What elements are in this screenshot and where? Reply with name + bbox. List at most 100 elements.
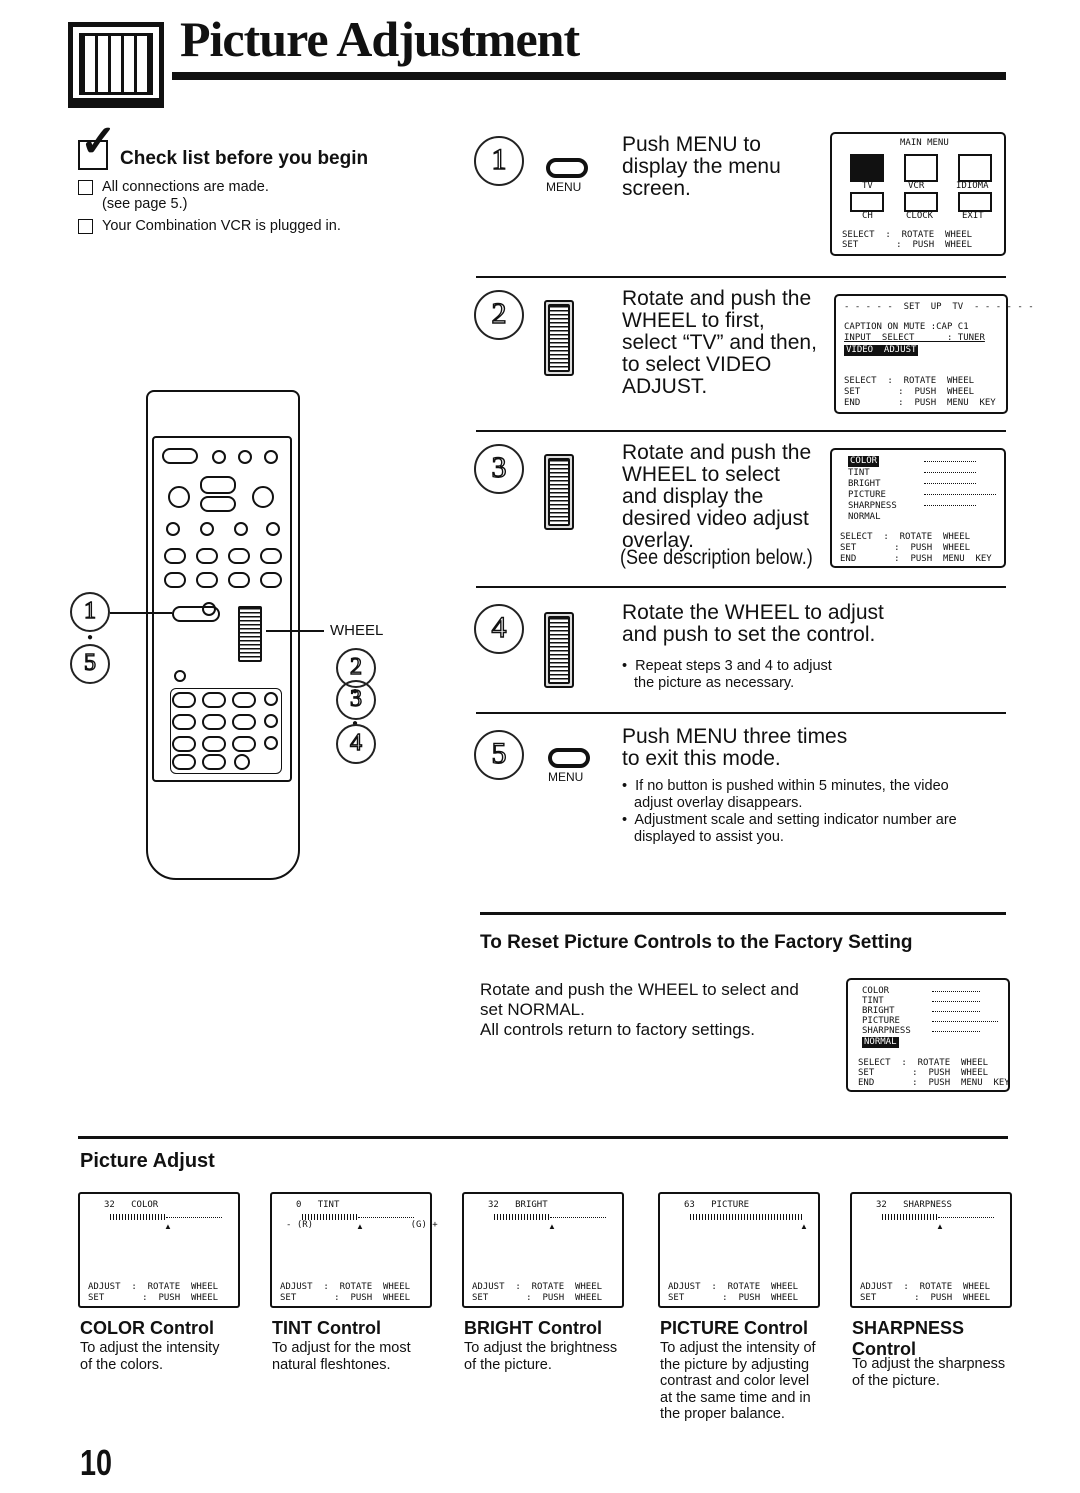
remote-number-button bbox=[202, 754, 226, 770]
callout-3: 3 bbox=[336, 680, 376, 720]
remote-panel bbox=[152, 436, 292, 782]
step-3-number: 3 bbox=[474, 444, 524, 494]
remote-number-button bbox=[172, 736, 196, 752]
control-heading: PICTURE Control bbox=[660, 1318, 808, 1338]
adjust-indicator-icon: ▲ bbox=[356, 1222, 364, 1231]
adjust-level-bar bbox=[110, 1214, 166, 1220]
remote-round-button bbox=[266, 522, 280, 536]
step-5-bullets: • If no button is pushed within 5 minute… bbox=[622, 778, 957, 845]
vcr-menu-icon bbox=[904, 154, 938, 182]
checkmark-icon: ✓ bbox=[80, 117, 117, 166]
remote-play-button bbox=[200, 476, 236, 494]
wheel-label: WHEEL bbox=[330, 622, 384, 639]
tv-menu-icon bbox=[850, 154, 884, 182]
adjust-value-name: 32 BRIGHT bbox=[488, 1200, 548, 1210]
step-2-number: 2 bbox=[474, 290, 524, 340]
adjust-value-name: 32 COLOR bbox=[104, 1200, 159, 1210]
adjust-indicator-icon: ▲ bbox=[548, 1222, 556, 1231]
osd-reset: COLOR TINT BRIGHT PICTURE SHARPNESS NORM… bbox=[846, 978, 1010, 1092]
adjust-footer: ADJUST : ROTATE WHEEL bbox=[472, 1282, 603, 1292]
remote-number-button bbox=[202, 692, 226, 708]
remote-round-button bbox=[264, 714, 278, 728]
remote-power-button bbox=[162, 448, 198, 464]
step-divider bbox=[476, 276, 1006, 278]
adjust-indicator-icon: ▲ bbox=[800, 1222, 808, 1231]
remote-wheel-icon bbox=[238, 606, 262, 662]
adjust-indicator-icon: ▲ bbox=[936, 1222, 944, 1231]
checklist-item: Your Combination VCR is plugged in. bbox=[102, 218, 341, 234]
menu-button-icon bbox=[546, 158, 588, 178]
callout-1: 1 bbox=[70, 592, 110, 632]
menu-button-icon bbox=[548, 748, 590, 768]
remote-round-button bbox=[200, 522, 214, 536]
remote-keypad-frame bbox=[170, 688, 282, 774]
picture-adjust-title: Picture Adjust bbox=[80, 1150, 215, 1172]
adjust-level-bar bbox=[882, 1214, 938, 1220]
antenna-menu-icon bbox=[850, 192, 884, 212]
adjust-footer: ADJUST : ROTATE WHEEL bbox=[860, 1282, 991, 1292]
adjust-footer: SET : PUSH WHEEL bbox=[88, 1293, 219, 1303]
remote-number-button bbox=[172, 692, 196, 708]
adjust-value-name: 0 TINT bbox=[296, 1200, 340, 1210]
remote-round-button bbox=[234, 754, 250, 770]
step-4-bullet: • Repeat steps 3 and 4 to adjust the pic… bbox=[622, 658, 832, 691]
language-menu-icon bbox=[958, 154, 992, 182]
tv-icon bbox=[68, 22, 164, 108]
step-5-number: 5 bbox=[474, 730, 524, 780]
step-divider bbox=[476, 712, 1006, 714]
osd-adjust-list: COLOR TINT BRIGHT PICTURE SHARPNESS NORM… bbox=[830, 448, 1006, 568]
wheel-icon bbox=[544, 300, 574, 376]
remote-vol-ch-button bbox=[260, 572, 282, 588]
remote-vol-ch-button bbox=[196, 572, 218, 588]
callout-4: 4 bbox=[336, 724, 376, 764]
adjust-extra: - (R) (G) + bbox=[286, 1220, 438, 1230]
reset-title: To Reset Picture Controls to the Factory… bbox=[480, 932, 913, 953]
control-heading: TINT Control bbox=[272, 1318, 381, 1338]
remote-vol-ch-button bbox=[228, 548, 250, 564]
step-4-number: 4 bbox=[474, 604, 524, 654]
checklist-item: All connections are made. (see page 5.) bbox=[102, 179, 269, 212]
callout-5: 5 bbox=[70, 644, 110, 684]
checkbox-icon bbox=[78, 180, 93, 195]
remote-round-button bbox=[264, 450, 278, 464]
remote-vol-ch-button bbox=[196, 548, 218, 564]
adjust-level-bar bbox=[494, 1214, 550, 1220]
remote-number-button bbox=[202, 714, 226, 730]
control-heading: BRIGHT Control bbox=[464, 1318, 602, 1338]
remote-ff-button bbox=[252, 486, 274, 508]
adjust-footer: ADJUST : ROTATE WHEEL bbox=[88, 1282, 219, 1292]
adjust-footer: SET : PUSH WHEEL bbox=[472, 1293, 603, 1303]
checklist-box-icon bbox=[78, 140, 108, 170]
remote-control bbox=[146, 390, 300, 880]
adjust-indicator-icon: ▲ bbox=[164, 1222, 172, 1231]
section-divider bbox=[78, 1136, 1008, 1139]
clock-menu-icon bbox=[904, 192, 938, 212]
wheel-icon bbox=[544, 454, 574, 530]
adjust-footer: SET : PUSH WHEEL bbox=[860, 1293, 991, 1303]
adjust-level-bar bbox=[690, 1214, 802, 1220]
step-1-number: 1 bbox=[474, 136, 524, 186]
osd-main-menu: MAIN MENU TV VCR IDIOMA CH CLOCK EXIT SE… bbox=[830, 132, 1006, 256]
control-heading: COLOR Control bbox=[80, 1318, 214, 1338]
menu-button-label: MENU bbox=[548, 770, 584, 784]
adjust-value-name: 32 SHARPNESS bbox=[876, 1200, 952, 1210]
remote-vol-ch-button bbox=[260, 548, 282, 564]
remote-round-button bbox=[238, 450, 252, 464]
checklist-title: Check list before you begin bbox=[120, 148, 369, 169]
adjust-scale bbox=[358, 1217, 414, 1218]
page-title: Picture Adjustment bbox=[180, 11, 580, 67]
adjust-scale bbox=[166, 1217, 222, 1218]
step-divider bbox=[476, 430, 1006, 432]
